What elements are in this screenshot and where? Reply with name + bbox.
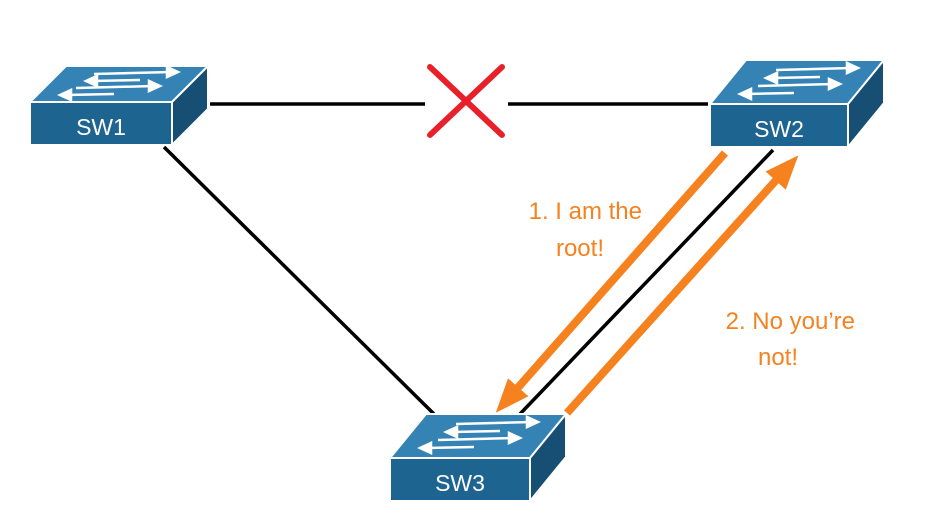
message-no-youre-not: 2. No you’re not! [726,308,855,371]
traffic-arrows-icon [56,65,182,102]
message-i-am-root: 1. I am the root! [529,198,642,262]
arrow-sw3-to-sw2 [564,155,799,416]
links [162,102,775,416]
switch-label-sw1: SW1 [76,114,126,140]
message-line: 1. I am the [529,198,642,225]
traffic-arrows-icon [736,61,862,101]
link-sw1-sw3 [162,145,436,416]
traffic-arrows-icon [416,415,542,455]
switch-sw1[interactable]: SW1 [29,65,209,146]
switch-label-sw2: SW2 [754,116,804,142]
message-line: 2. No you’re [726,308,855,335]
message-line: not! [758,344,798,371]
switch-label-sw3: SW3 [435,470,485,496]
switch-front [389,457,531,502]
switch-sw2[interactable]: SW2 [709,59,885,148]
switch-sw3[interactable]: SW3 [389,413,567,502]
switch-front [29,101,173,146]
arrow-sw2-to-sw3 [495,150,728,413]
x-mark-icon [427,64,505,138]
link-sw2-sw3 [518,148,775,416]
switch-front [709,103,849,148]
message-line: root! [556,235,604,262]
